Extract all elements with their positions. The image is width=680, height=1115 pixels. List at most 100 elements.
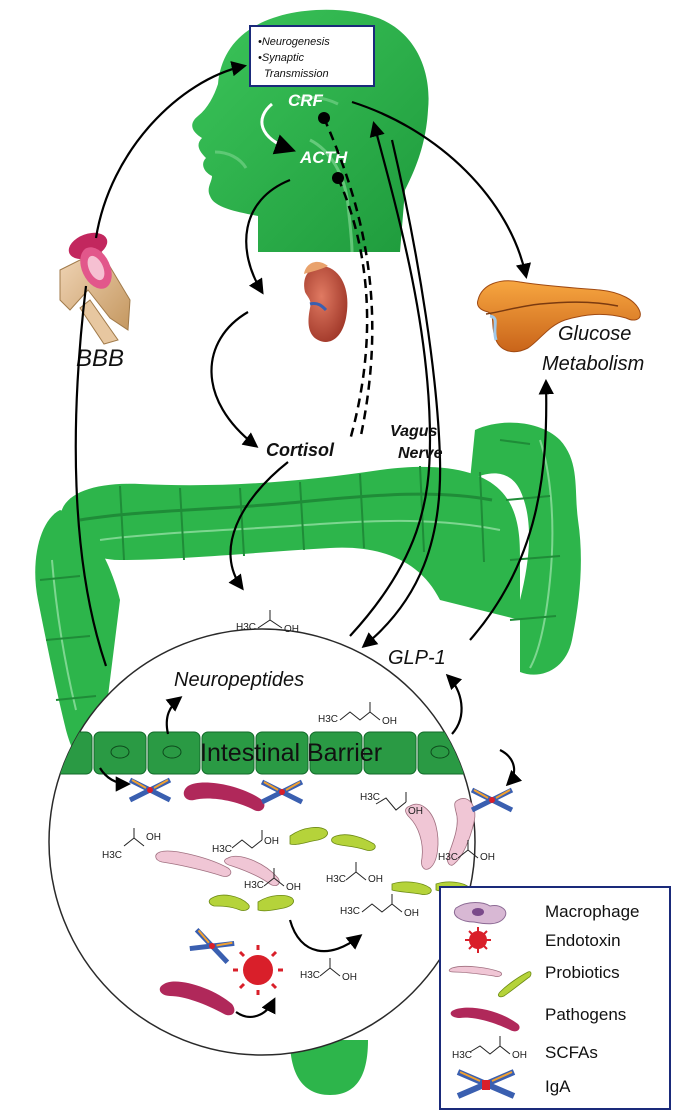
nerve-label: Nerve: [398, 445, 443, 462]
scfa-molecule: H3C OH: [360, 792, 423, 817]
adrenal-to-cortisol-arrow: [210, 311, 259, 448]
svg-text:OH: OH: [404, 908, 419, 919]
bbb-icon: [59, 232, 131, 345]
pathogen: [159, 981, 235, 1016]
bbb-to-brain-arrow: [94, 61, 248, 239]
barrier-right-arrow: [499, 749, 523, 787]
vagus-afferent-arrow: [349, 121, 432, 637]
iga-antibody: [260, 779, 304, 805]
iga-antibody: [128, 777, 172, 803]
acth-label: ACTH: [299, 148, 348, 167]
macrophage-icon: [454, 902, 507, 925]
scfa-molecule: H3C OH: [212, 830, 279, 855]
legend-probiotics-label: Probiotics: [545, 963, 620, 982]
intestinal-barrier-label: Intestinal Barrier: [200, 739, 382, 767]
neuropeptides-label: Neuropeptides: [174, 669, 304, 691]
svg-text:OH: OH: [368, 874, 383, 885]
scfa-molecule: H3C OH: [438, 840, 495, 863]
pancreas-icon: [477, 280, 641, 353]
vagus-label: Vagus: [390, 423, 438, 440]
glp1-to-pancreas-arrow: [469, 378, 554, 641]
svg-text:H3C: H3C: [438, 852, 458, 863]
pathway-arrows: [74, 61, 554, 1018]
iga-icon: [456, 1069, 516, 1099]
acth-to-adrenal-arrow: [245, 178, 291, 295]
cortisol-label: Cortisol: [266, 440, 335, 460]
metabolism-label: Metabolism: [542, 353, 644, 375]
scfa-molecule: H3C OH: [102, 828, 161, 861]
legend-macrophage-label: Macrophage: [545, 902, 640, 921]
probiotic: [289, 827, 328, 845]
svg-text:OH: OH: [480, 852, 495, 863]
crf-inhibition-dot: [318, 112, 330, 124]
probiotic: [257, 894, 294, 912]
acth-inhibition-dot: [332, 172, 344, 184]
iga-antibody: [189, 928, 235, 964]
glp1-label: GLP-1: [388, 647, 446, 669]
probiotic: [405, 803, 439, 870]
pathogen: [183, 782, 265, 812]
probiotic: [391, 881, 432, 895]
synaptic-label: •Synaptic: [258, 52, 305, 64]
svg-text:OH: OH: [512, 1050, 527, 1061]
glp1-arrow: [445, 673, 463, 735]
svg-text:H3C: H3C: [340, 906, 360, 917]
legend-scfas-label: SCFAs: [545, 1043, 598, 1062]
probiotic: [155, 850, 232, 877]
inhibitory-dashed-lines: [322, 117, 374, 441]
scfa-molecule: H3C OH: [300, 958, 357, 983]
endotoxin-icon: [465, 927, 491, 953]
gut-lumen-circle: [48, 628, 476, 1056]
scfa-icon: H3C OH: [452, 1036, 527, 1061]
legend-iga-label: IgA: [545, 1077, 571, 1096]
svg-text:H3C: H3C: [212, 844, 232, 855]
svg-text:H3C: H3C: [452, 1050, 472, 1061]
endotoxin-particle: [233, 945, 283, 995]
vagus-efferent-arrow: [361, 139, 442, 648]
probiotic: [208, 894, 250, 911]
adrenal-kidney-icon: [304, 261, 348, 342]
bbb-label: BBB: [76, 345, 124, 372]
glucose-label: Glucose: [558, 323, 631, 345]
barrier-left-arrow: [99, 767, 132, 792]
pathogens-icon: [450, 1007, 520, 1032]
neurogenesis-label: •Neurogenesis: [258, 36, 330, 48]
svg-text:H3C: H3C: [236, 622, 256, 633]
svg-text:H3C: H3C: [102, 850, 122, 861]
crf-to-acth-arrow: [260, 102, 296, 155]
svg-text:OH: OH: [408, 806, 423, 817]
legend-endotoxin-label: Endotoxin: [545, 931, 621, 950]
legend-pathogens-label: Pathogens: [545, 1005, 626, 1024]
scfa-molecule: H3C OH: [340, 894, 419, 919]
pathogen-arrow: [235, 997, 276, 1018]
crf-to-pancreas-arrow: [351, 100, 531, 280]
svg-text:OH: OH: [146, 832, 161, 843]
svg-text:OH: OH: [342, 972, 357, 983]
svg-text:H3C: H3C: [300, 970, 320, 981]
transmission-label: Transmission: [264, 68, 329, 80]
legend: Macrophage Endotoxin Probiotics Pathogen…: [439, 886, 671, 1110]
probiotic: [447, 798, 476, 866]
scfa-molecule: H3C OH: [236, 610, 299, 635]
svg-text:H3C: H3C: [318, 714, 338, 725]
svg-text:H3C: H3C: [326, 874, 346, 885]
svg-text:H3C: H3C: [360, 792, 380, 803]
svg-text:H3C: H3C: [244, 880, 264, 891]
crf-label: CRF: [288, 91, 324, 110]
gut-to-bbb-arrow: [74, 285, 108, 667]
intestines: [35, 422, 581, 1095]
svg-text:OH: OH: [286, 882, 301, 893]
svg-text:OH: OH: [264, 836, 279, 847]
iga-antibody: [470, 787, 514, 813]
svg-text:OH: OH: [284, 624, 299, 635]
probiotic: [331, 834, 376, 851]
neuropeptides-arrow: [165, 696, 183, 735]
scfa-molecule: H3C OH: [326, 862, 383, 885]
probiotics-icon: [448, 965, 532, 998]
probiotic-to-scfa-arrow: [288, 919, 363, 953]
probiotic: [224, 855, 280, 886]
brain-function-box: •Neurogenesis •Synaptic Transmission: [249, 25, 375, 87]
cortisol-to-gut-arrow: [228, 461, 289, 591]
svg-text:OH: OH: [382, 716, 397, 727]
